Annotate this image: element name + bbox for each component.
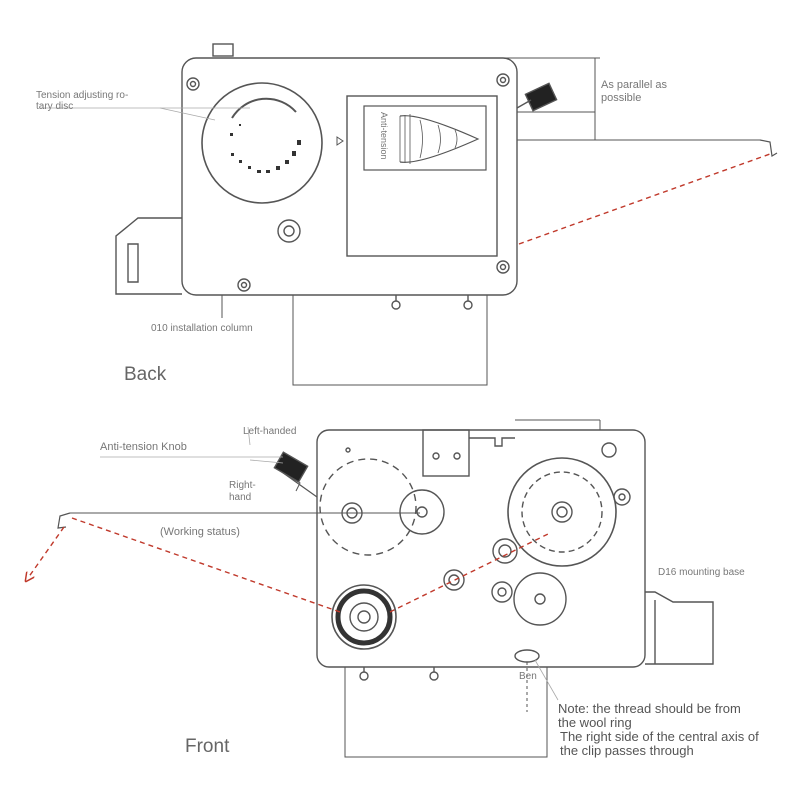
- back-view: [115, 43, 778, 386]
- back-view-title: Back: [124, 364, 167, 385]
- mounting-base-label: D16 mounting base: [658, 567, 745, 578]
- right-hand-label-2: hand: [229, 492, 252, 503]
- note-line-1: Note: the thread should be from: [558, 701, 741, 716]
- note-line-2: the wool ring: [558, 715, 632, 730]
- front-view-title: Front: [185, 736, 230, 757]
- back-knob-icon: [524, 82, 558, 112]
- main-gear: [507, 457, 617, 567]
- back-thread-path: [518, 153, 771, 245]
- cam-wheel: [399, 489, 445, 535]
- top-plate: [422, 429, 470, 477]
- dashed-wheel: [319, 458, 417, 556]
- wool-reel: [331, 584, 397, 650]
- front-thread-path: [28, 517, 549, 613]
- anti-tension-knob-label: Anti-tension Knob: [100, 441, 187, 453]
- front-right-bracket: [645, 591, 714, 665]
- parallel-label-1: As parallel as: [601, 79, 668, 91]
- installation-column-label: 010 installation column: [151, 323, 253, 334]
- rotary-disc-label-1: Tension adjusting ro-: [36, 90, 129, 101]
- note-line-3: The right side of the central axis of: [560, 729, 759, 744]
- installation-column: [292, 294, 488, 386]
- top-fitting: [212, 43, 234, 57]
- note-line-4: the clip passes through: [560, 743, 694, 758]
- anti-tension-label: Anti-tension: [378, 112, 389, 160]
- rotary-disc-label-2: tary disc: [36, 101, 74, 112]
- right-hand-label-1: Right-: [229, 480, 256, 491]
- back-left-bracket: [115, 217, 182, 295]
- anti-tension-knob-icon: [273, 451, 309, 483]
- working-status-label: (Working status): [160, 526, 240, 538]
- front-view: [57, 419, 714, 758]
- tension-window: [346, 95, 498, 257]
- ben-label: Ben: [519, 671, 537, 682]
- left-handed-label: Left-handed: [243, 426, 297, 437]
- back-housing: [181, 57, 518, 296]
- tension-rotary-disc: [201, 82, 323, 204]
- front-column: [344, 666, 548, 758]
- parallel-label-2: possible: [601, 92, 642, 104]
